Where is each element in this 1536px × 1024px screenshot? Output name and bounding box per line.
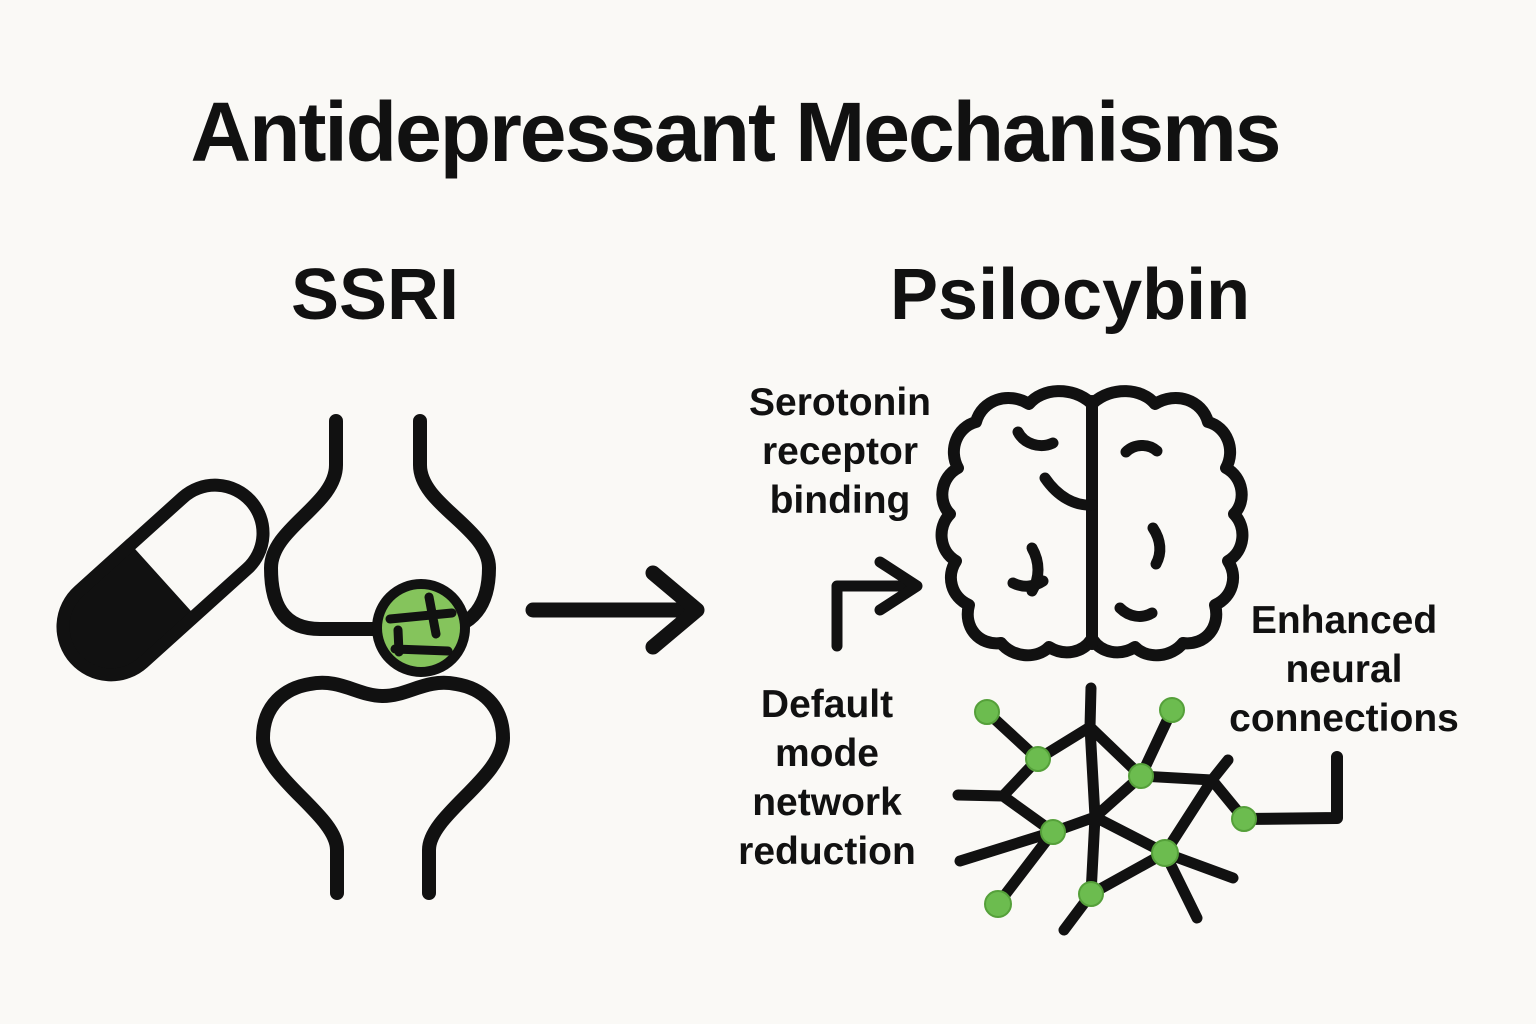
default-mode-network-reduction-label: Default mode network reduction <box>738 683 916 874</box>
ssri-heading: SSRI <box>290 255 460 335</box>
neural-network-icon <box>952 682 1343 936</box>
label-connector-elbow <box>1238 751 1343 825</box>
psilocybin-heading: Psilocybin <box>890 255 1251 335</box>
synapse-icon <box>256 414 510 900</box>
network-nodes <box>974 697 1257 918</box>
right-arrow-icon <box>525 565 705 655</box>
serotonin-receptor-binding-label: Serotonin receptor binding <box>749 381 931 523</box>
serotonin-vesicle-icon <box>372 579 470 677</box>
pill-capsule-icon <box>56 478 270 682</box>
page-title: Antidepressant Mechanisms <box>190 85 1281 179</box>
enhanced-neural-connections-label: Enhanced neural connections <box>1229 599 1459 741</box>
up-right-elbow-arrow-icon <box>831 556 923 652</box>
brain-icon <box>935 385 1249 662</box>
